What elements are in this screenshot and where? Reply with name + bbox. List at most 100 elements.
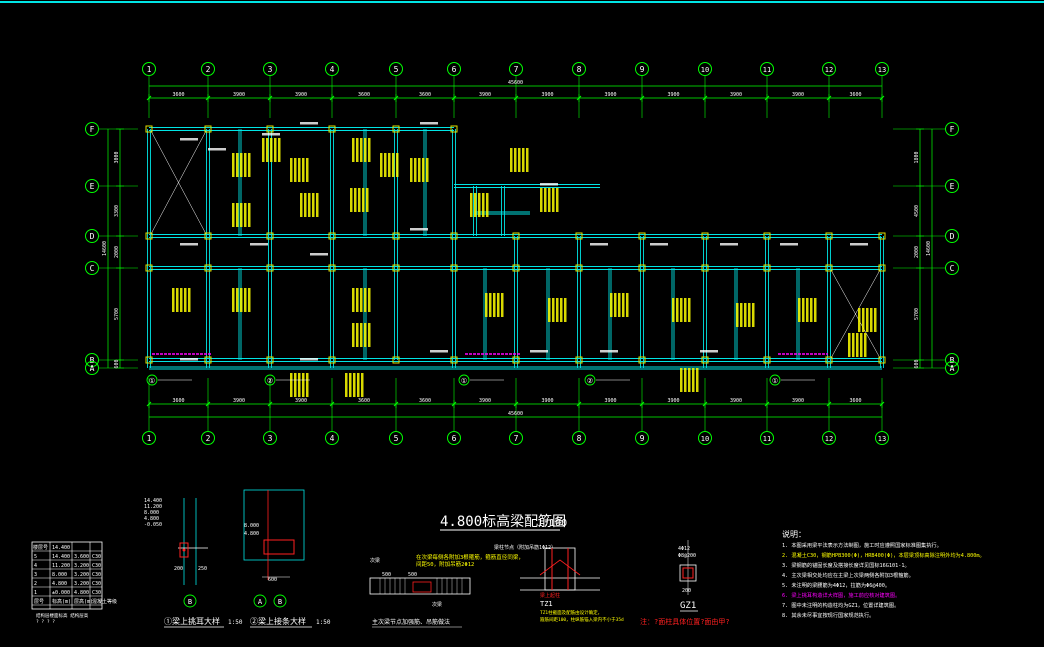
total-dimension-label: 45600: [508, 411, 523, 417]
beam-span-label: [208, 148, 226, 151]
beam-span-label: [300, 122, 318, 125]
column-axis-label: 10: [701, 66, 709, 74]
column-axis-bubble: [572, 431, 586, 445]
column-section: [204, 264, 212, 272]
level-table-cell: 2: [34, 581, 37, 587]
level-table-header: 14.400: [52, 545, 70, 551]
column-axis-label: 4: [330, 434, 335, 443]
column-axis-label: 13: [878, 66, 886, 74]
bay-dimension-label: 3900: [233, 92, 245, 98]
row-axis-label: E: [90, 182, 95, 191]
beam-reinforcement-label: [610, 293, 629, 317]
level-table-cell: C30: [92, 581, 101, 587]
bay-dimension-label: 3600: [849, 92, 861, 98]
column-section: [392, 356, 400, 364]
column-section: [638, 232, 646, 240]
column-section: [328, 232, 336, 240]
beam-span-label: [310, 253, 328, 256]
bay-dimension-label: 3900: [730, 92, 742, 98]
notes-title: 说明：: [782, 529, 806, 539]
column-section: [450, 232, 458, 240]
beam-reinforcement-label: [410, 158, 429, 182]
level-table-cell: 11.200: [52, 563, 70, 569]
level-table-cell: 14.400: [52, 554, 70, 560]
section-mark-label: ①: [461, 377, 467, 385]
column-section: [266, 264, 274, 272]
detail-dim-label: 200: [174, 566, 183, 572]
column-section: [638, 356, 646, 364]
bay-dimension-label: 3600: [419, 398, 431, 404]
column-section: [450, 125, 458, 133]
level-table-cell: 4: [34, 563, 37, 569]
beam-reinforcement-label: [345, 373, 364, 397]
row-dimension-label: 2000: [914, 246, 920, 258]
row-axis-bubble: [945, 261, 959, 275]
column-axis-label: 8: [577, 434, 582, 443]
detail-level-label: 4.800: [144, 516, 159, 522]
column-axis-label: 3: [268, 434, 273, 443]
column-section: [512, 264, 520, 272]
note-item: 6. 梁上挑耳构造详大样图，施工前应核对建筑图。: [782, 591, 900, 599]
column-axis-bubble: [201, 431, 215, 445]
detail-text: 次梁: [370, 557, 380, 564]
row-dimension-label: 3000: [114, 151, 120, 163]
detail-note: TZ1柱截面及配筋由设计确定，: [540, 609, 602, 616]
row-total-dimension-label: 14600: [926, 241, 932, 256]
detail-caption: ①梁上挑耳大样: [164, 616, 220, 626]
bay-dimension-label: 3900: [792, 92, 804, 98]
row-axis-bubble: [85, 122, 99, 136]
column-section: [763, 356, 771, 364]
drawing-title-group: 4.800标高梁配筋图 1:100: [440, 513, 567, 531]
column-section: [204, 232, 212, 240]
detail-text: 4Φ12: [678, 546, 690, 552]
beam-reinforcement-label: [848, 333, 867, 357]
column-section: [701, 356, 709, 364]
drawing-scale: 1:100: [537, 518, 567, 529]
row-axis-label: F: [950, 125, 955, 134]
bay-dimension-label: 3900: [479, 92, 491, 98]
note-item: 5. 未注明的梁腰筋为4Φ12，拉筋为Φ6@400。: [782, 581, 890, 589]
column-axis-label: 12: [825, 435, 833, 443]
row-axis-label: B: [950, 356, 955, 365]
total-dimension-label: 45600: [508, 80, 523, 86]
detail-text: 500: [382, 572, 391, 578]
column-axis-bubble: [447, 62, 461, 76]
detail-text: Φ8@200: [678, 553, 696, 559]
row-axis-bubble: [945, 361, 959, 375]
level-table-cell: 3.200: [74, 581, 89, 587]
row-axis-bubble: [945, 122, 959, 136]
level-table-cell: 层高(m): [74, 598, 93, 605]
column-section: [266, 356, 274, 364]
beam-span-label: [650, 243, 668, 246]
row-total-dimension-label: 14600: [102, 241, 108, 256]
column-axis-label: 2: [206, 65, 211, 74]
bay-dimension-label: 3600: [172, 398, 184, 404]
row-dimension-label: 2000: [114, 246, 120, 258]
note-item: 8. 其余未尽事宜按现行国家规范执行。: [782, 611, 874, 619]
column-section: [145, 264, 153, 272]
beam-reinforcement-label: [736, 303, 755, 327]
beam-reinforcement-label: [858, 308, 877, 332]
beam-reinforcement-label: [672, 298, 691, 322]
bay-dimension-label: 3900: [667, 398, 679, 404]
column-axis-label: 5: [394, 65, 399, 74]
column-section: [878, 264, 886, 272]
row-axis-bubble: [85, 353, 99, 367]
bay-dimension-label: 3900: [295, 92, 307, 98]
beam-span-label: [410, 228, 428, 231]
row-axis-bubble: [945, 353, 959, 367]
beam-reinforcement-label: [350, 188, 369, 212]
section-mark-bubble: [584, 374, 596, 386]
column-axis-bubble: [760, 431, 774, 445]
column-section: [266, 125, 274, 133]
column-axis-bubble: [509, 431, 523, 445]
column-axis-bubble: [822, 62, 836, 76]
column-axis-label: 12: [825, 66, 833, 74]
column-axis-bubble: [572, 62, 586, 76]
row-dimension-label: 3300: [114, 205, 120, 217]
column-section: [145, 356, 153, 364]
level-table-header: 楼层号: [33, 544, 48, 551]
column-axis-label: 13: [878, 435, 886, 443]
detail-text: 梁上起柱: [540, 592, 560, 599]
